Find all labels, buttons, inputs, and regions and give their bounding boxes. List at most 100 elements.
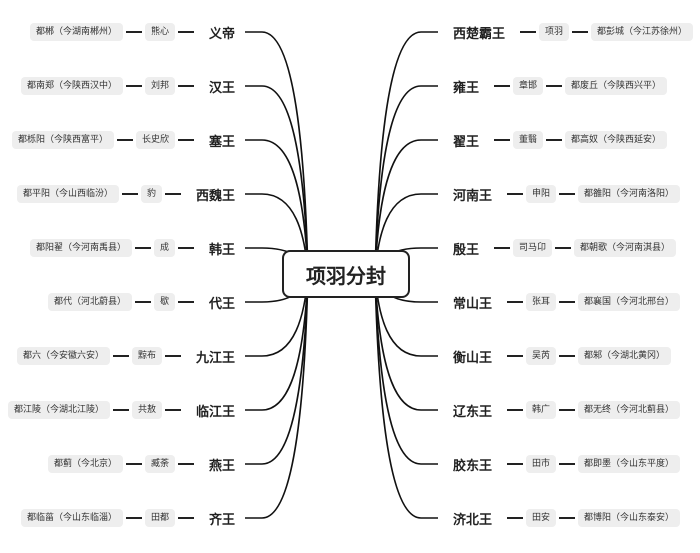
branch-right: 河南王 申阳 都雒阳（今河南洛阳） [453, 184, 681, 204]
person-label[interactable]: 刘邦 [144, 77, 175, 95]
connector-dash [494, 247, 511, 249]
king-title[interactable]: 燕王 [208, 458, 235, 474]
branch-curve [374, 139, 438, 275]
capital-label[interactable]: 都雒阳（今河南洛阳） [578, 185, 681, 203]
connector-dash [125, 31, 142, 33]
capital-label[interactable]: 都平阳（今山西临汾） [16, 185, 119, 203]
connector-dash [116, 139, 133, 141]
king-title[interactable]: 济北王 [453, 512, 493, 528]
capital-label[interactable]: 都南郑（今陕西汉中） [20, 77, 123, 95]
connector-dash [559, 301, 576, 303]
person-label[interactable]: 田都 [144, 509, 175, 527]
capital-label[interactable]: 都栎阳（今陕西富平） [11, 131, 114, 149]
king-title[interactable]: 雍王 [453, 80, 480, 96]
king-title[interactable]: 西楚霸王 [453, 26, 506, 42]
connector-dash [177, 301, 194, 303]
capital-label[interactable]: 都无终（今河北蓟县） [578, 401, 681, 419]
connector-dash [507, 409, 524, 411]
connector-dash [520, 31, 537, 33]
king-title[interactable]: 代王 [208, 296, 235, 312]
capital-label[interactable]: 都江陵（今湖北江陵） [7, 401, 110, 419]
king-title[interactable]: 翟王 [453, 134, 480, 150]
branch-left: 都临菑（今山东临淄） 田都 齐王 [20, 508, 235, 528]
person-label[interactable]: 长史欣 [135, 131, 175, 149]
capital-label[interactable]: 都博阳（今山东泰安） [578, 509, 681, 527]
king-title[interactable]: 常山王 [453, 296, 493, 312]
king-title[interactable]: 辽东王 [453, 404, 493, 420]
king-title[interactable]: 西魏王 [195, 188, 235, 204]
branch-right: 胶东王 田市 都即墨（今山东平度） [453, 454, 681, 474]
branch-right: 衡山王 吴芮 都邾（今湖北黄冈） [453, 346, 672, 366]
connector-dash [177, 139, 194, 141]
person-label[interactable]: 豹 [140, 185, 162, 203]
branch-left: 都蓟（今北京） 臧荼 燕王 [47, 454, 235, 474]
person-label[interactable]: 黥布 [131, 347, 162, 365]
king-title[interactable]: 齐王 [208, 512, 235, 528]
branch-left: 都平阳（今山西临汾） 豹 西魏王 [16, 184, 235, 204]
person-label[interactable]: 成 [153, 239, 175, 257]
king-title[interactable]: 塞王 [208, 134, 235, 150]
connector-dash [507, 463, 524, 465]
person-label[interactable]: 张耳 [526, 293, 557, 311]
king-title[interactable]: 九江王 [195, 350, 235, 366]
capital-label[interactable]: 都襄国（今河北邢台） [578, 293, 681, 311]
person-label[interactable]: 歇 [153, 293, 175, 311]
capital-label[interactable]: 都朝歌（今河南淇县） [574, 239, 677, 257]
person-label[interactable]: 田安 [526, 509, 557, 527]
connector-dash [559, 409, 576, 411]
connector-dash [177, 85, 194, 87]
person-label[interactable]: 臧荼 [144, 455, 175, 473]
capital-label[interactable]: 都即墨（今山东平度） [578, 455, 681, 473]
king-title[interactable]: 汉王 [208, 80, 235, 96]
person-label[interactable]: 董翳 [513, 131, 544, 149]
connector-dash [546, 85, 563, 87]
king-title[interactable]: 殷王 [453, 242, 480, 258]
capital-label[interactable]: 都代（河北蔚县） [47, 293, 132, 311]
king-title[interactable]: 韩王 [208, 242, 235, 258]
king-title[interactable]: 衡山王 [453, 350, 493, 366]
capital-label[interactable]: 都临菑（今山东临淄） [20, 509, 123, 527]
person-label[interactable]: 项羽 [539, 23, 570, 41]
branch-curve [374, 273, 438, 519]
capital-label[interactable]: 都彭城（今江苏徐州） [591, 23, 694, 41]
king-title[interactable]: 临江王 [195, 404, 235, 420]
capital-label[interactable]: 都蓟（今北京） [47, 455, 123, 473]
branch-left: 都阳翟（今河南禹县） 成 韩王 [29, 238, 235, 258]
branch-right: 常山王 张耳 都襄国（今河北邢台） [453, 292, 681, 312]
branch-right: 翟王 董翳 都高奴（今陕西延安） [453, 130, 668, 150]
connector-dash [559, 463, 576, 465]
branch-right: 殷王 司马卬 都朝歌（今河南淇县） [453, 238, 677, 258]
person-label[interactable]: 熊心 [144, 23, 175, 41]
king-title[interactable]: 胶东王 [453, 458, 493, 474]
connector-dash [555, 247, 572, 249]
connector-dash [559, 517, 576, 519]
connector-dash [177, 31, 194, 33]
capital-label[interactable]: 都邾（今湖北黄冈） [578, 347, 672, 365]
branch-left: 都南郑（今陕西汉中） 刘邦 汉王 [20, 76, 235, 96]
central-topic[interactable]: 项羽分封 [282, 250, 410, 298]
connector-dash [177, 247, 194, 249]
king-title[interactable]: 河南王 [453, 188, 493, 204]
branch-curve [245, 85, 309, 275]
branch-left: 都江陵（今湖北江陵） 共敖 临江王 [7, 400, 235, 420]
person-label[interactable]: 韩广 [526, 401, 557, 419]
connector-dash [177, 517, 194, 519]
king-title[interactable]: 义帝 [208, 26, 235, 42]
capital-label[interactable]: 都阳翟（今河南禹县） [29, 239, 132, 257]
person-label[interactable]: 田市 [526, 455, 557, 473]
capital-label[interactable]: 都废丘（今陕西兴平） [565, 77, 668, 95]
connector-dash [507, 355, 524, 357]
person-label[interactable]: 吴芮 [526, 347, 557, 365]
capital-label[interactable]: 都郴（今湖南郴州） [29, 23, 123, 41]
person-label[interactable]: 司马卬 [513, 239, 553, 257]
person-label[interactable]: 章邯 [513, 77, 544, 95]
person-label[interactable]: 申阳 [526, 185, 557, 203]
branch-left: 都代（河北蔚县） 歇 代王 [47, 292, 235, 312]
connector-dash [112, 355, 129, 357]
connector-dash [546, 139, 563, 141]
person-label[interactable]: 共敖 [131, 401, 162, 419]
capital-label[interactable]: 都高奴（今陕西延安） [565, 131, 668, 149]
capital-label[interactable]: 都六（今安徽六安） [16, 347, 110, 365]
connector-dash [164, 409, 181, 411]
connector-dash [164, 193, 181, 195]
